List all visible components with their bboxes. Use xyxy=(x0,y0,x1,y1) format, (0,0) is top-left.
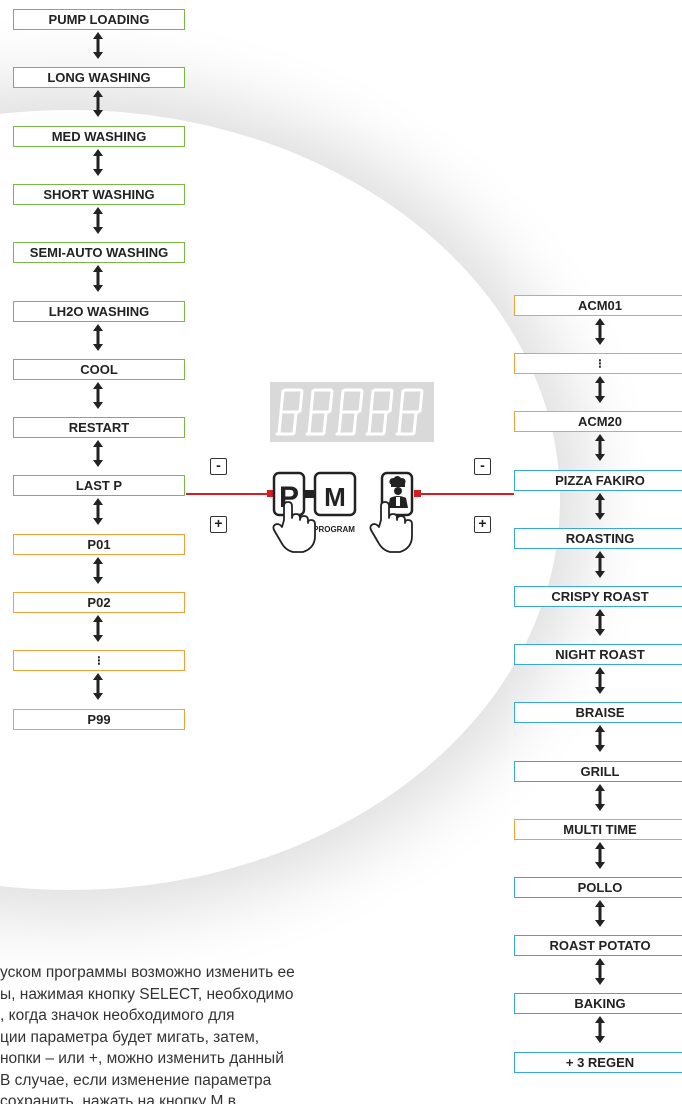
right-minus-button[interactable]: - xyxy=(474,458,491,475)
right-column-box: BRAISE xyxy=(514,702,682,724)
double-arrow-icon xyxy=(93,90,103,118)
double-arrow-icon xyxy=(93,32,103,59)
display-digit xyxy=(395,388,424,436)
double-arrow-icon xyxy=(93,265,103,293)
left-column-box: ⁝ xyxy=(13,650,185,672)
right-column-box: ACM01 xyxy=(514,295,682,316)
double-arrow-icon xyxy=(595,783,605,811)
double-arrow-icon xyxy=(93,381,103,409)
left-plus-button[interactable]: + xyxy=(210,516,227,533)
right-column-box: NIGHT ROAST xyxy=(514,644,682,666)
left-column-box: LH2O WASHING xyxy=(13,300,185,322)
paragraph-line: В случае, если изменение параметра xyxy=(0,1071,272,1089)
display-digit xyxy=(305,388,334,436)
left-column-box: P99 xyxy=(13,708,185,730)
double-arrow-icon xyxy=(93,556,103,584)
double-arrow-icon xyxy=(595,725,605,753)
left-column-box: SEMI-AUTO WASHING xyxy=(13,242,185,264)
left-column-box: SHORT WASHING xyxy=(13,183,185,205)
paragraph-line: уском программы возможно изменить ее xyxy=(0,964,295,981)
right-connector-line xyxy=(418,493,514,495)
double-arrow-icon xyxy=(595,434,605,462)
double-arrow-icon xyxy=(93,323,103,351)
right-column-box: GRILL xyxy=(514,760,682,782)
control-keys: P M PROGRAM xyxy=(272,471,414,553)
hand-icon-right xyxy=(369,501,413,553)
left-column-box: PUMP LOADING xyxy=(13,9,185,30)
double-arrow-icon xyxy=(93,440,103,468)
double-arrow-icon xyxy=(595,550,605,578)
double-arrow-icon xyxy=(595,376,605,404)
double-arrow-icon xyxy=(93,206,103,234)
right-column-box: PIZZA FAKIRO xyxy=(514,469,682,491)
left-column-box: P02 xyxy=(13,592,185,613)
right-column-box: + 3 REGEN xyxy=(514,1051,682,1073)
left-column-box: COOL xyxy=(13,358,185,380)
left-column-box: RESTART xyxy=(13,417,185,439)
double-arrow-icon xyxy=(595,841,605,869)
paragraph-line: нопки – или +, можно изменить данный xyxy=(0,1050,284,1067)
double-arrow-icon xyxy=(93,498,103,526)
p-key[interactable]: P xyxy=(272,471,306,517)
paragraph-line: ции параметра будет мигать, затем, xyxy=(0,1028,260,1046)
right-column-box: MULTI TIME xyxy=(514,818,682,840)
left-column-box: LAST P xyxy=(13,475,185,497)
right-column-box: ROAST POTATO xyxy=(514,935,682,957)
right-plus-button[interactable]: + xyxy=(474,516,491,533)
right-column-box: ROASTING xyxy=(514,527,682,549)
left-connector-line xyxy=(186,493,270,495)
right-column-box: ⁝ xyxy=(514,353,682,375)
left-minus-button[interactable]: - xyxy=(210,458,227,475)
paragraph-line: сохранить, нажать на кнопку М в xyxy=(0,1093,236,1104)
double-arrow-icon xyxy=(595,900,605,927)
right-connector-dot xyxy=(414,490,421,497)
double-arrow-icon xyxy=(93,673,103,701)
segment-display xyxy=(270,382,434,442)
right-column-box: CRISPY ROAST xyxy=(514,586,682,607)
key-connector xyxy=(304,490,314,498)
left-column-box: LONG WASHING xyxy=(13,67,185,89)
right-column-box: POLLO xyxy=(514,877,682,898)
left-column-box: MED WASHING xyxy=(13,125,185,147)
right-column-box: BAKING xyxy=(514,993,682,1015)
double-arrow-icon xyxy=(595,492,605,520)
display-digit xyxy=(335,388,364,436)
double-arrow-icon xyxy=(595,609,605,636)
display-digit xyxy=(275,388,304,436)
double-arrow-icon xyxy=(93,148,103,176)
display-digit xyxy=(365,388,394,436)
description-paragraph: уском программы возможно изменить ее ы, н… xyxy=(0,962,492,1104)
m-key[interactable]: M xyxy=(313,471,357,517)
double-arrow-icon xyxy=(93,615,103,642)
double-arrow-icon xyxy=(595,958,605,986)
left-column-box: P01 xyxy=(13,533,185,555)
chef-icon xyxy=(388,476,408,508)
paragraph-line: , когда значок необходимого для xyxy=(0,1007,235,1024)
hand-icon-left xyxy=(272,501,316,553)
svg-text:M: M xyxy=(324,482,346,512)
right-column-box: ACM20 xyxy=(514,411,682,433)
double-arrow-icon xyxy=(595,667,605,695)
program-label: PROGRAM xyxy=(313,525,355,534)
double-arrow-icon xyxy=(595,318,605,345)
paragraph-line: ы, нажимая кнопку SELECT, необходимо xyxy=(0,985,294,1003)
left-connector-dot xyxy=(267,490,274,497)
double-arrow-icon xyxy=(595,1016,605,1044)
